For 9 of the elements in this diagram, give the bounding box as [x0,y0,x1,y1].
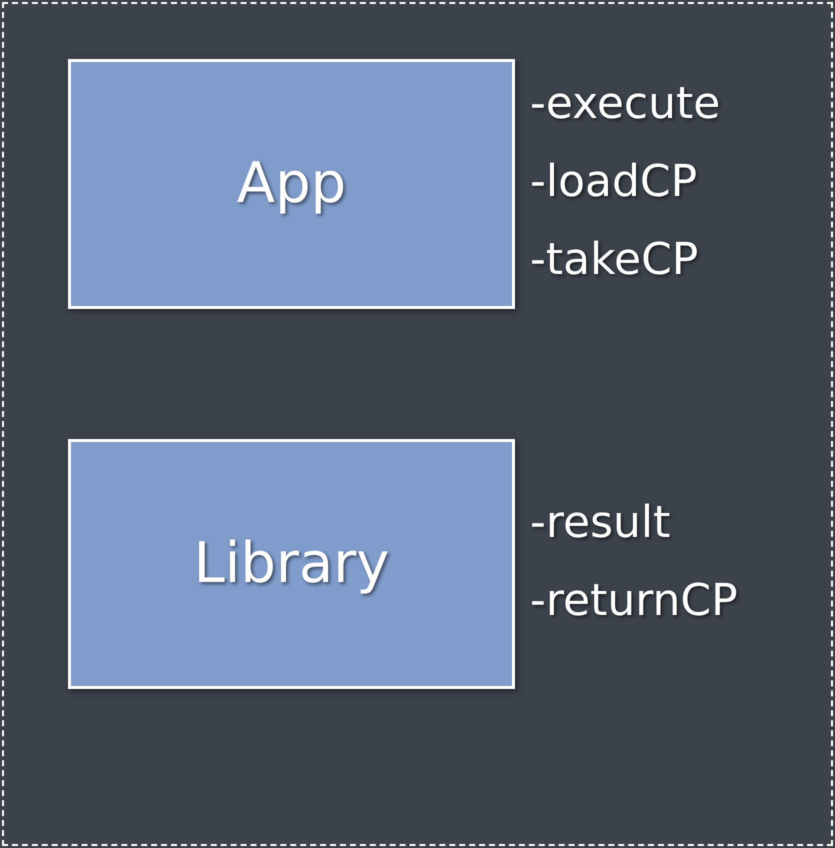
box-label: App [236,150,346,218]
box-label: Library [194,530,390,598]
method-label: -returnCP [530,579,738,623]
method-label: -result [530,501,670,545]
method-label: -execute [530,82,720,126]
component-box [68,59,515,309]
method-label: -takeCP [530,238,698,282]
method-label: -loadCP [530,160,698,204]
component-box [68,439,515,689]
